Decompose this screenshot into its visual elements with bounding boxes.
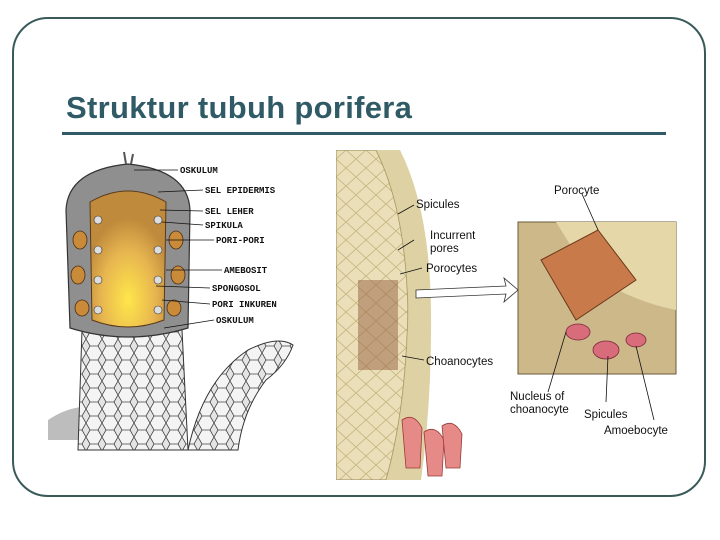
label-spicules-top: Spicules — [416, 199, 460, 211]
label-porocyte: Porocyte — [554, 185, 599, 197]
label-pori-pori: PORI-PORI — [216, 236, 265, 246]
label-pores: pores — [430, 243, 459, 255]
label-choanocyte: choanocyte — [510, 404, 569, 416]
label-incurrent: Incurrent — [430, 230, 476, 242]
sponge-wall-cell-diagram: Spicules Porocyte Incurrent pores Porocy… — [336, 150, 677, 480]
label-amoebocyte: Amoebocyte — [604, 425, 668, 437]
label-sel-epidermis: SEL EPIDERMIS — [205, 186, 276, 196]
title-underline — [62, 132, 666, 135]
label-spongosol: SPONGOSOL — [212, 284, 261, 294]
spongocoel — [89, 190, 167, 328]
sponge-structure-diagram: OSKULUM SEL EPIDERMIS SEL LEHER SPIKULA … — [48, 151, 294, 451]
label-oskulum-top: OSKULUM — [180, 166, 218, 176]
sponge-base — [77, 329, 189, 451]
label-nucleus-of: Nucleus of — [510, 391, 565, 403]
label-pori-inkuren: PORI INKUREN — [212, 300, 277, 310]
label-oskulum-bottom: OSKULUM — [216, 316, 254, 326]
label-amebosit: AMEBOSIT — [224, 266, 268, 276]
label-spikula: SPIKULA — [205, 221, 243, 231]
label-choanocytes: Choanocytes — [426, 356, 493, 368]
label-porocytes: Porocytes — [426, 263, 477, 275]
slide-title: Struktur tubuh porifera — [66, 90, 413, 125]
sponge-bud — [187, 340, 294, 451]
label-sel-leher: SEL LEHER — [205, 207, 254, 217]
label-spicules-bottom: Spicules — [584, 409, 628, 421]
slide-frame — [12, 17, 706, 497]
